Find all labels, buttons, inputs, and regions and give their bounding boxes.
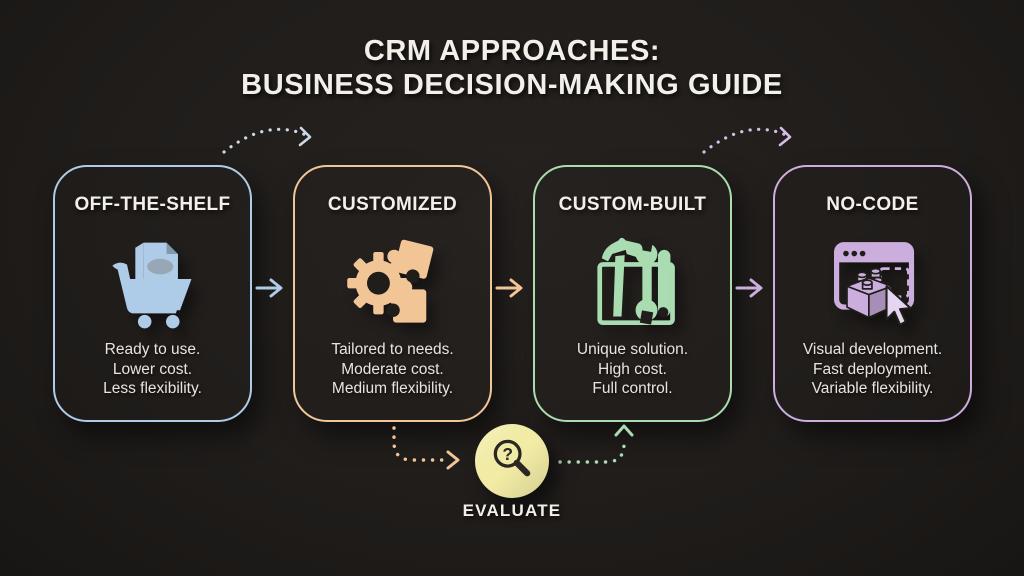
card-description: Tailored to needs. Moderate cost. Medium…: [331, 340, 453, 399]
card-line: Ready to use.: [104, 341, 201, 358]
card-line: Variable flexibility.: [811, 380, 934, 397]
card-line: Moderate cost.: [341, 360, 444, 378]
hammer-wrench-icon: [581, 222, 685, 336]
card-line: Tailored to needs.: [331, 341, 454, 358]
card-line: Visual development.: [802, 341, 943, 358]
dotted-arc-connector-1: [222, 126, 312, 154]
card-line: Medium flexibility.: [331, 380, 454, 397]
card-off-the-shelf: OFF-THE-SHELF Ready to use. Lower cost. …: [53, 165, 252, 422]
card-line: Lower cost.: [112, 360, 193, 378]
card-line: Unique solution.: [576, 341, 689, 358]
dotted-connector-to-evaluate: [392, 426, 460, 470]
card-no-code: NO-CODE: [773, 165, 972, 422]
dotted-arc-connector-2: [702, 126, 792, 154]
dotted-connector-from-evaluate: [558, 424, 634, 464]
card-description: Visual development. Fast deployment. Var…: [803, 340, 942, 399]
arrow-1-icon: [255, 278, 283, 298]
card-title: OFF-THE-SHELF: [74, 194, 231, 215]
title-line-1: CRM APPROACHES:: [363, 35, 661, 67]
card-customized: CUSTOMIZED: [293, 165, 492, 422]
card-line: Fast deployment.: [813, 360, 932, 378]
svg-text:?: ?: [502, 444, 513, 464]
evaluate-node: ?: [475, 424, 549, 498]
card-custom-built: CUSTOM-BUILT Unique solution. Hig: [533, 165, 732, 422]
shopping-cart-icon: [101, 222, 205, 336]
arrow-2-icon: [495, 278, 523, 298]
card-line: Full control.: [592, 380, 673, 397]
title-line-2: BUSINESS DECISION-MAKING GUIDE: [241, 69, 783, 101]
card-description: Ready to use. Lower cost. Less flexibili…: [103, 340, 202, 399]
lego-brick-cursor-icon: [821, 222, 925, 336]
card-line: High cost.: [598, 360, 667, 378]
card-title: CUSTOM-BUILT: [558, 194, 707, 215]
arrow-3-icon: [735, 278, 763, 298]
card-title: CUSTOMIZED: [327, 194, 458, 215]
card-title: NO-CODE: [826, 194, 919, 215]
card-description: Unique solution. High cost. Full control…: [577, 340, 688, 399]
page-title: CRM APPROACHES: BUSINESS DECISION-MAKING…: [0, 34, 1024, 102]
gear-puzzle-icon: [341, 222, 445, 336]
card-line: Less flexibility.: [103, 380, 202, 397]
evaluate-label: EVALUATE: [462, 501, 562, 520]
magnifier-question-icon: ?: [493, 439, 531, 477]
